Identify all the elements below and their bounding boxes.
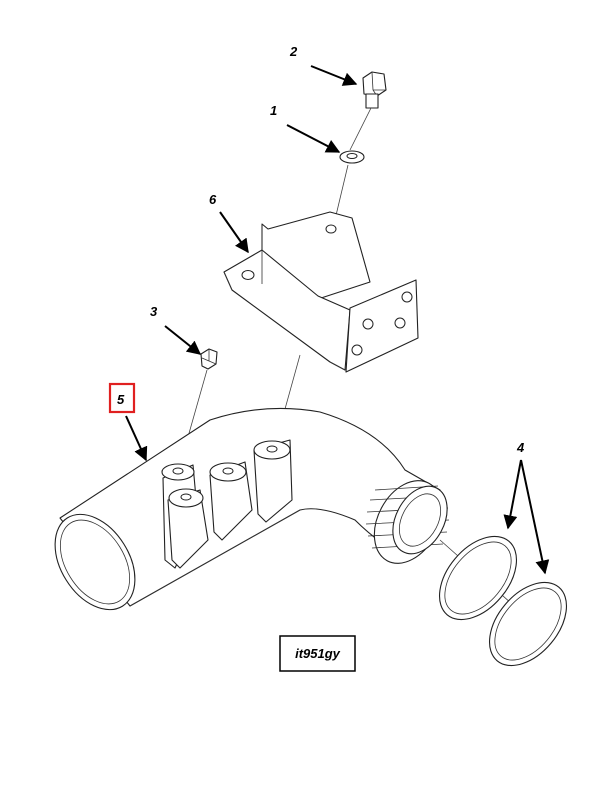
arrow-callout-6 [219, 211, 249, 254]
callout-4: 4 [516, 440, 525, 455]
arrow-callout-2 [310, 65, 358, 86]
arrow-callout-5 [125, 415, 148, 462]
callout-5-highlight-box [108, 382, 136, 414]
callout-1: 1 [270, 103, 277, 118]
arrow-callout-4a [503, 459, 522, 530]
arrow-callout-3 [164, 325, 202, 355]
washer-part [339, 150, 365, 164]
callout-6: 6 [209, 192, 217, 207]
arrow-callout-4b [520, 459, 550, 575]
bolt-part [362, 71, 387, 109]
arrow-callout-1 [286, 124, 341, 153]
plug-part [200, 348, 218, 370]
leader-bolt [349, 107, 372, 151]
bracket-part [223, 211, 419, 373]
elbow-tube-part [54, 407, 450, 611]
figure-id: it951gy [295, 646, 341, 661]
o-ring-part-upper [438, 535, 518, 621]
figure-id-box [279, 635, 356, 672]
callout-2: 2 [289, 44, 298, 59]
callout-3: 3 [150, 304, 158, 319]
o-ring-part-lower [488, 581, 568, 667]
callout-5: 5 [117, 392, 125, 407]
boss-group [161, 439, 293, 569]
